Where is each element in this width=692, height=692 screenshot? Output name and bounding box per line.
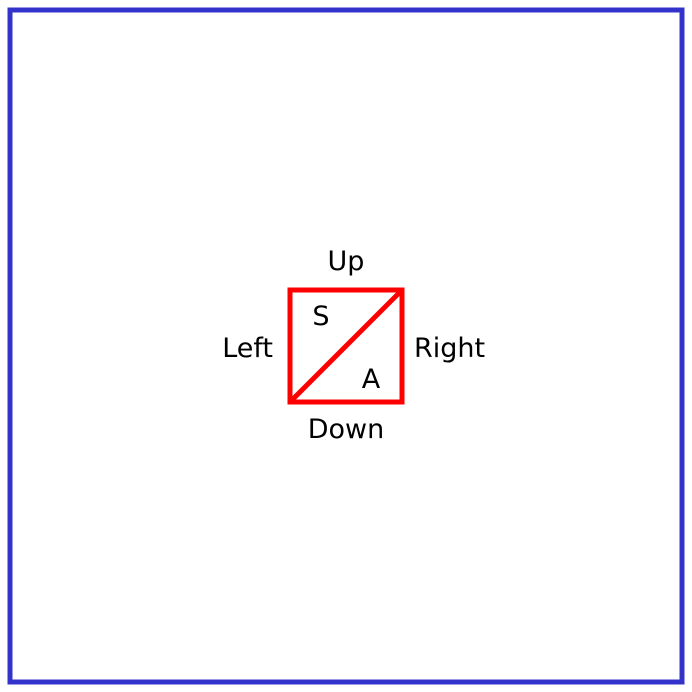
square-diagonal	[288, 288, 404, 404]
center-square	[287, 287, 405, 405]
label-up: Up	[328, 246, 365, 277]
label-upper-triangle: S	[312, 301, 329, 332]
label-left: Left	[222, 333, 273, 364]
label-down: Down	[308, 414, 385, 445]
outer-frame	[7, 7, 685, 685]
label-right: Right	[414, 333, 485, 364]
label-lower-triangle: A	[362, 364, 381, 395]
